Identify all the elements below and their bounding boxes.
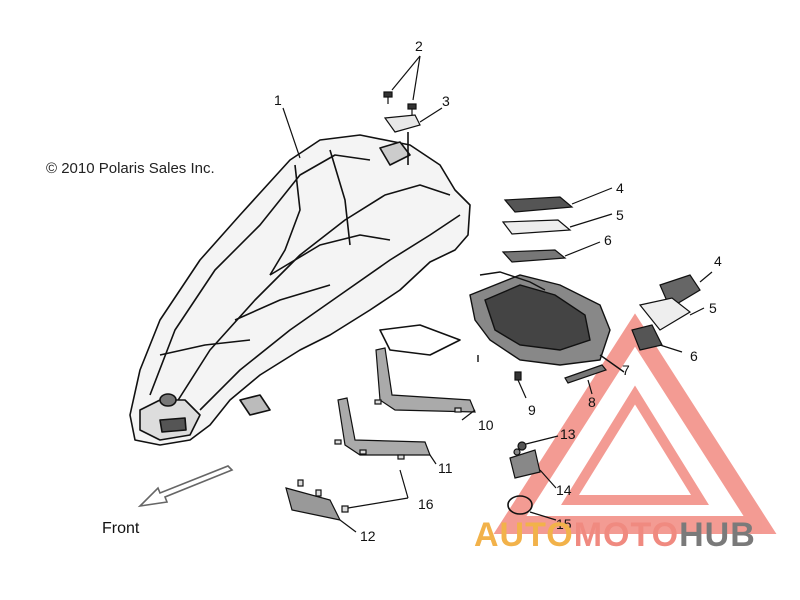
vent-stack-right (631, 271, 713, 353)
callout-2: 2 (415, 38, 423, 54)
callout-12: 12 (360, 528, 376, 544)
callout-11: 11 (438, 460, 453, 476)
mesh-grille-11 (334, 397, 437, 465)
callout-14: 14 (556, 482, 572, 498)
leader-line-1 (282, 107, 301, 159)
callout-10: 10 (478, 417, 494, 433)
callout-16: 16 (418, 496, 434, 512)
watermark-brand: AUTOMOTOHUB (474, 516, 756, 555)
callout-8: 8 (588, 394, 596, 410)
front-arrow (137, 465, 234, 508)
mesh-grille-10 (374, 347, 476, 421)
callout-1: 1 (274, 92, 282, 108)
hardware-13-15 (507, 435, 559, 521)
copyright-text: © 2010 Polaris Sales Inc. (46, 160, 215, 177)
callout-6-left: 6 (604, 232, 612, 248)
airbox-housing (469, 271, 625, 373)
hood-panel (129, 134, 471, 446)
bracket-part (383, 107, 443, 165)
front-label: Front (102, 520, 140, 537)
callout-4-left: 4 (616, 180, 624, 196)
callout-4-right: 4 (714, 253, 722, 269)
callout-5-right: 5 (709, 300, 717, 316)
strip-part (564, 364, 608, 395)
callout-9: 9 (528, 402, 536, 418)
callout-6-right: 6 (690, 348, 698, 364)
callout-15: 15 (556, 516, 572, 532)
watermark-logo (493, 313, 777, 534)
callout-5-left: 5 (616, 207, 624, 223)
watermark-auto: AUTO (474, 516, 574, 554)
watermark-hub: HUB (679, 516, 756, 554)
callout-7: 7 (622, 362, 630, 378)
clip-parts (341, 469, 409, 513)
fastener-pair (383, 55, 421, 116)
watermark-moto: MOTO (573, 516, 680, 554)
callout-3: 3 (442, 93, 450, 109)
screw-part (514, 371, 527, 399)
vent-stack-left (501, 187, 613, 263)
callout-13: 13 (560, 426, 576, 442)
grille-12 (285, 479, 357, 533)
